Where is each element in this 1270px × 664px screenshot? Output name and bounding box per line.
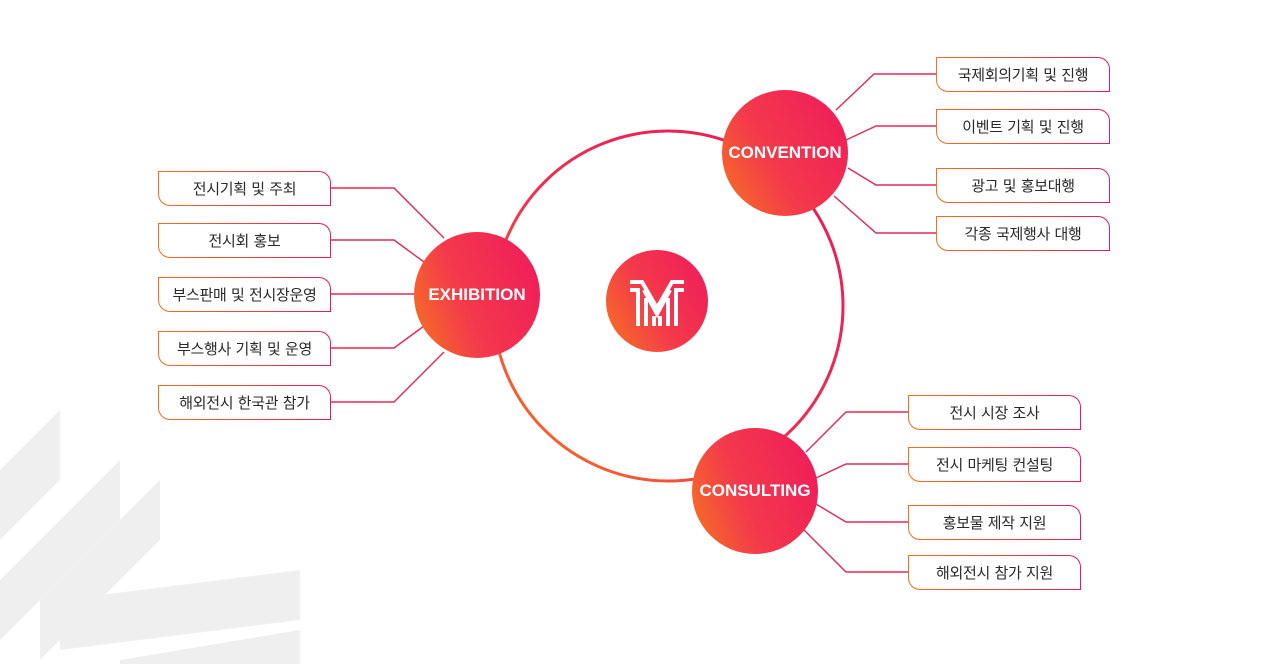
consulting-item: 해외전시 참가 지원	[908, 555, 1081, 590]
connector	[815, 503, 909, 523]
connector	[845, 125, 937, 141]
connector	[805, 411, 909, 453]
convention-item: 각종 국제행사 대행	[936, 216, 1110, 251]
exhibition-item: 부스행사 기획 및 운영	[158, 331, 331, 366]
convention-item: 국제회의기획 및 진행	[936, 57, 1110, 92]
consulting-item: 홍보물 제작 지원	[908, 505, 1081, 540]
exhibition-hub[interactable]: EXHIBITION	[414, 232, 540, 358]
convention-item: 광고 및 홍보대행	[936, 168, 1110, 203]
m-logo-icon	[630, 280, 684, 326]
consulting-item: 전시 시장 조사	[908, 395, 1081, 430]
connector	[330, 351, 445, 403]
consulting-item: 전시 마케팅 컨설팅	[908, 447, 1081, 482]
exhibition-item: 전시기획 및 주최	[158, 171, 331, 206]
connector	[330, 239, 425, 263]
connector	[330, 325, 425, 349]
connector	[815, 463, 909, 479]
exhibition-item: 부스판매 및 전시장운영	[158, 277, 331, 312]
convention-hub[interactable]: CONVENTION	[722, 90, 848, 216]
connector	[847, 167, 937, 186]
exhibition-item: 전시회 홍보	[158, 223, 331, 258]
background-watermark	[0, 410, 300, 664]
connector	[330, 187, 445, 239]
center-logo	[606, 250, 708, 352]
connector	[803, 529, 909, 573]
consulting-hub[interactable]: CONSULTING	[692, 428, 818, 554]
exhibition-item: 해외전시 한국관 참가	[158, 385, 331, 420]
convention-item: 이벤트 기획 및 진행	[936, 109, 1110, 144]
connector	[833, 195, 937, 234]
connector	[835, 73, 937, 111]
